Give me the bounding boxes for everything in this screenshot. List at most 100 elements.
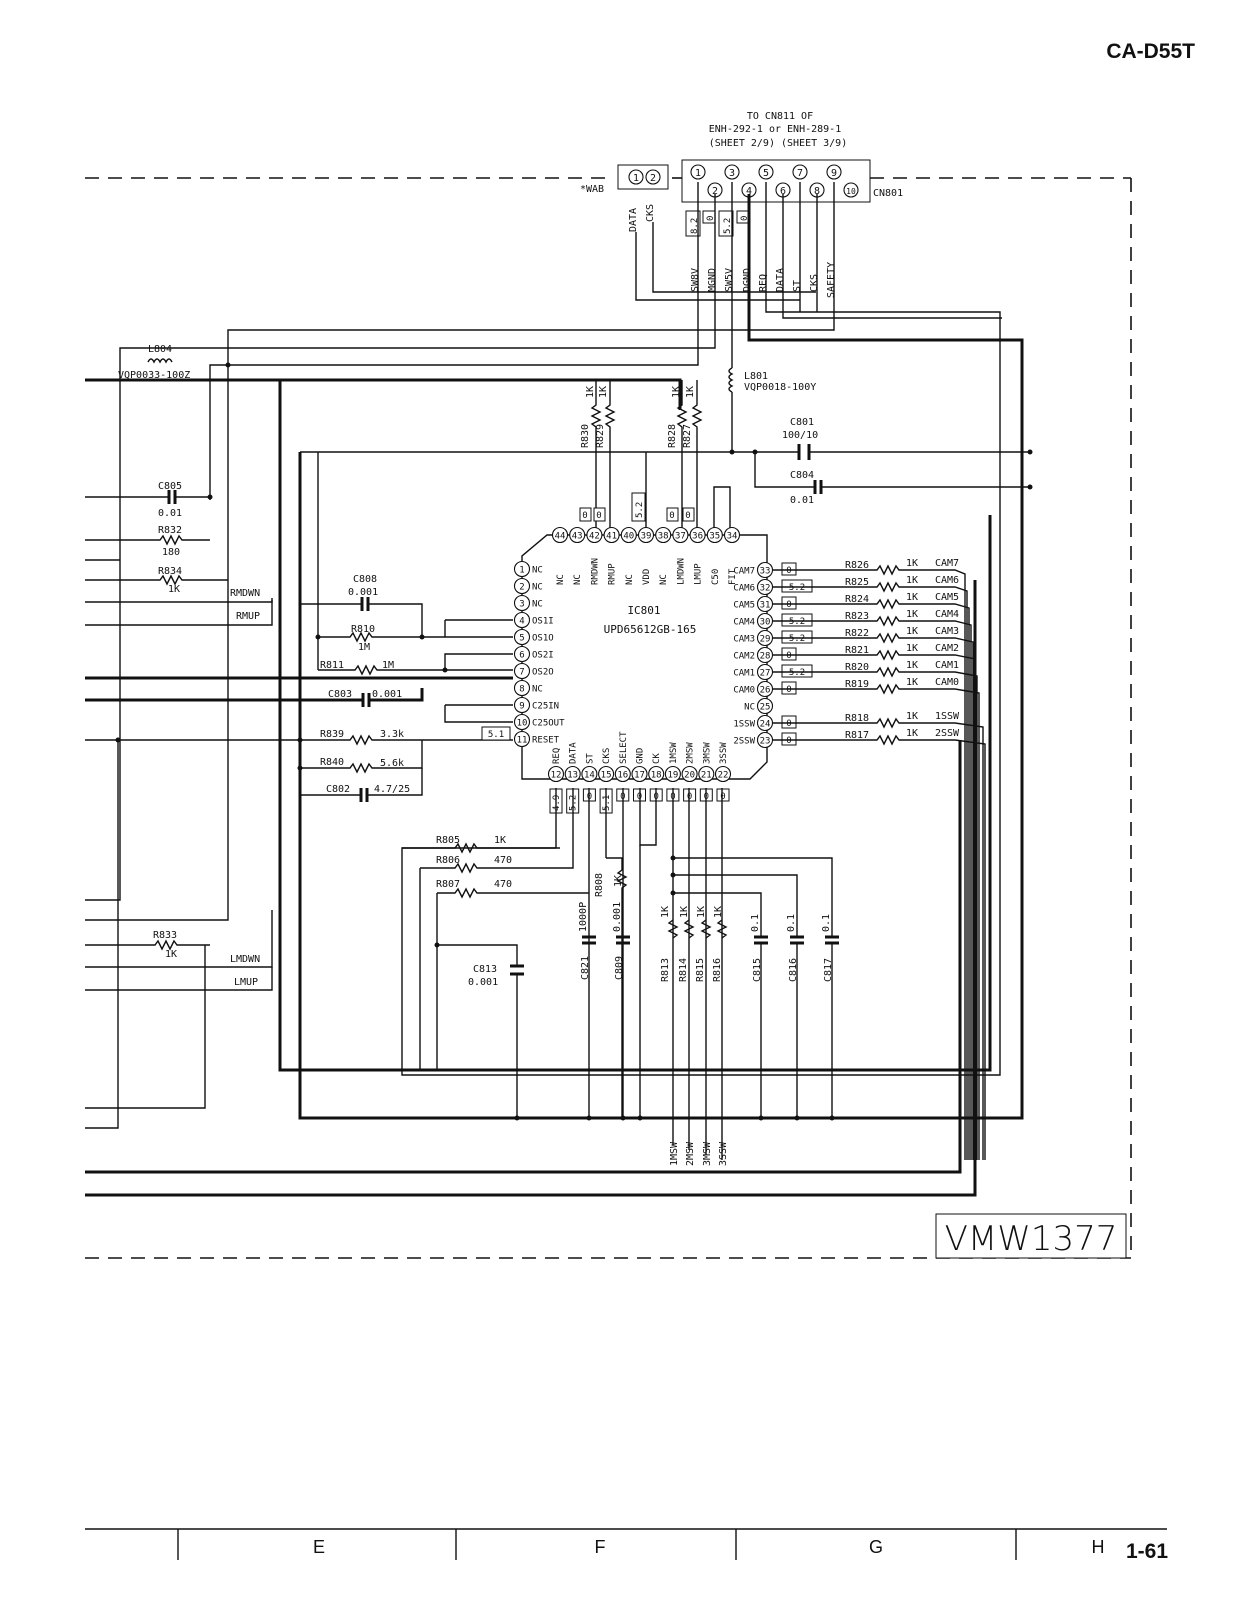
ic-pin-name: NC <box>744 703 755 713</box>
r828-val: 1K <box>671 386 682 398</box>
cn801-pin-num: 3 <box>729 168 735 179</box>
ic-pin-num: 9 <box>519 702 524 712</box>
top-voltage-boxes: 0 0 5.2 0 0 <box>579 492 695 522</box>
cn801-pin-circle <box>843 182 859 198</box>
cam-res-ref: R823 <box>845 611 869 622</box>
net-rmup: RMUP <box>236 611 260 622</box>
r807-val: 470 <box>494 879 512 890</box>
c808-ref: C808 <box>353 574 377 585</box>
ic-pin-4 <box>513 611 531 629</box>
board-outline <box>85 177 1132 1259</box>
ic-pin-num: 39 <box>641 532 652 542</box>
ic-pin-16 <box>614 765 631 783</box>
l801-val: VQP0018-100Y <box>744 382 816 393</box>
bottom-volt: 0 <box>720 792 725 802</box>
ic-pin-num: 3 <box>519 600 524 610</box>
r811-ref: R811 <box>320 660 344 671</box>
cam-res-val: 1K <box>906 558 918 569</box>
volt-dgnd: 0 <box>740 216 750 221</box>
c802-ref: C802 <box>326 784 350 795</box>
ic-pin-name: NC <box>532 685 543 695</box>
r805-val: 1K <box>494 835 506 846</box>
ic-pin-26 <box>756 680 774 698</box>
cam-net-label: CAM0 <box>935 677 959 688</box>
net-lmup: LMUP <box>234 977 258 988</box>
ic-pin-num: 4 <box>519 617 524 627</box>
ic-pin-num: 43 <box>572 532 583 542</box>
c803-val: 0.001 <box>372 689 402 700</box>
ic-pin-name: C25IN <box>532 702 559 712</box>
c801-val: 100/10 <box>782 430 818 441</box>
cam-volt-box <box>781 664 813 678</box>
ic-pin-43 <box>569 526 586 544</box>
tv-1: 0 <box>596 511 601 521</box>
cam-net-label: CAM5 <box>935 592 959 603</box>
cam-volt-box <box>781 732 797 746</box>
ic-pin-num: 16 <box>617 771 628 781</box>
ic-pin-num: 32 <box>760 584 771 594</box>
ic-pin-22 <box>714 765 732 783</box>
cam-net-label: CAM2 <box>935 643 959 654</box>
c816-val: 0.1 <box>786 914 797 932</box>
r808-ref: R808 <box>594 873 605 897</box>
cam-wire <box>773 581 968 1160</box>
c805-ref: C805 <box>158 481 182 492</box>
ic-pin-name: FIT <box>728 568 738 585</box>
ic-pin-name: CAM7 <box>733 567 755 577</box>
r833-ref: R833 <box>153 930 177 941</box>
ic-pin-num: 22 <box>718 771 729 781</box>
ic-pin-name: CAM5 <box>733 601 755 611</box>
cam-volt-box <box>781 715 797 729</box>
ic-pin-num: 11 <box>517 736 528 746</box>
cam-net-label: CAM1 <box>935 660 959 671</box>
ic-pin-name: NC <box>532 566 543 576</box>
cam-volt-box <box>781 613 813 627</box>
ic-pin-num: 41 <box>606 532 617 542</box>
ic-pin-13 <box>564 765 581 783</box>
ic-pin-num: 24 <box>760 720 771 730</box>
ic-pin-19 <box>664 765 681 783</box>
ic-pin-num: 14 <box>584 771 595 781</box>
volt-sw8v: 8.2 <box>690 218 700 234</box>
ic801-body <box>521 534 768 780</box>
ic-pin-34 <box>723 526 741 544</box>
l804-coil <box>147 358 173 364</box>
ic-pin-name: RMDWN <box>590 558 600 585</box>
r816-ref: R816 <box>712 958 723 982</box>
left-circuits: C805 0.01 R832 180 R834 1K RMDWN RMUP C8… <box>85 362 513 1129</box>
c804-plates <box>813 480 823 494</box>
c815-ref: C815 <box>752 958 763 982</box>
r810-ref: R810 <box>351 624 375 635</box>
ic-pin-num: 44 <box>555 532 566 542</box>
ic-pin-25 <box>756 697 774 715</box>
ic-pin-name: OS1O <box>532 634 554 644</box>
r813-ref: R813 <box>660 958 671 982</box>
cam-wire <box>773 717 984 1160</box>
ic-pin-name: LMDWN <box>676 558 686 585</box>
c805-val: 0.01 <box>158 508 182 519</box>
ic-pin-name: SELECT <box>619 731 629 764</box>
ic-pin-num: 33 <box>760 567 771 577</box>
ic-pin-name: GND <box>636 748 646 764</box>
ic-pin-12 <box>547 765 565 783</box>
r808-val: 1K <box>613 875 624 887</box>
ic-pin-27 <box>756 663 774 681</box>
r840-val: 5.6k <box>380 758 404 769</box>
ic-pin-name: CKS <box>602 748 612 764</box>
ic-pin-num: 29 <box>760 635 771 645</box>
ic-pin-40 <box>620 526 637 544</box>
ic-pin-name: CK <box>652 753 662 764</box>
ic-pin-38 <box>655 526 672 544</box>
cam-volt: 5.2 <box>789 668 805 678</box>
connector-note-3: (SHEET 2/9) (SHEET 3/9) <box>709 138 847 149</box>
ic-pin-17 <box>631 765 648 783</box>
cam-net-label: 2SSW <box>935 728 960 739</box>
ic-pin-name: OS1I <box>532 617 554 627</box>
r832-val: 180 <box>162 547 180 558</box>
bottom-volt-box <box>716 788 730 802</box>
r834-ref: R834 <box>158 566 182 577</box>
r815-ref: R815 <box>695 958 706 982</box>
lower-left-nets: R833 1K LMDWN LMUP <box>85 580 977 1197</box>
cn801-label: CN801 <box>873 188 903 199</box>
cam-volt: 5.2 <box>789 617 805 627</box>
